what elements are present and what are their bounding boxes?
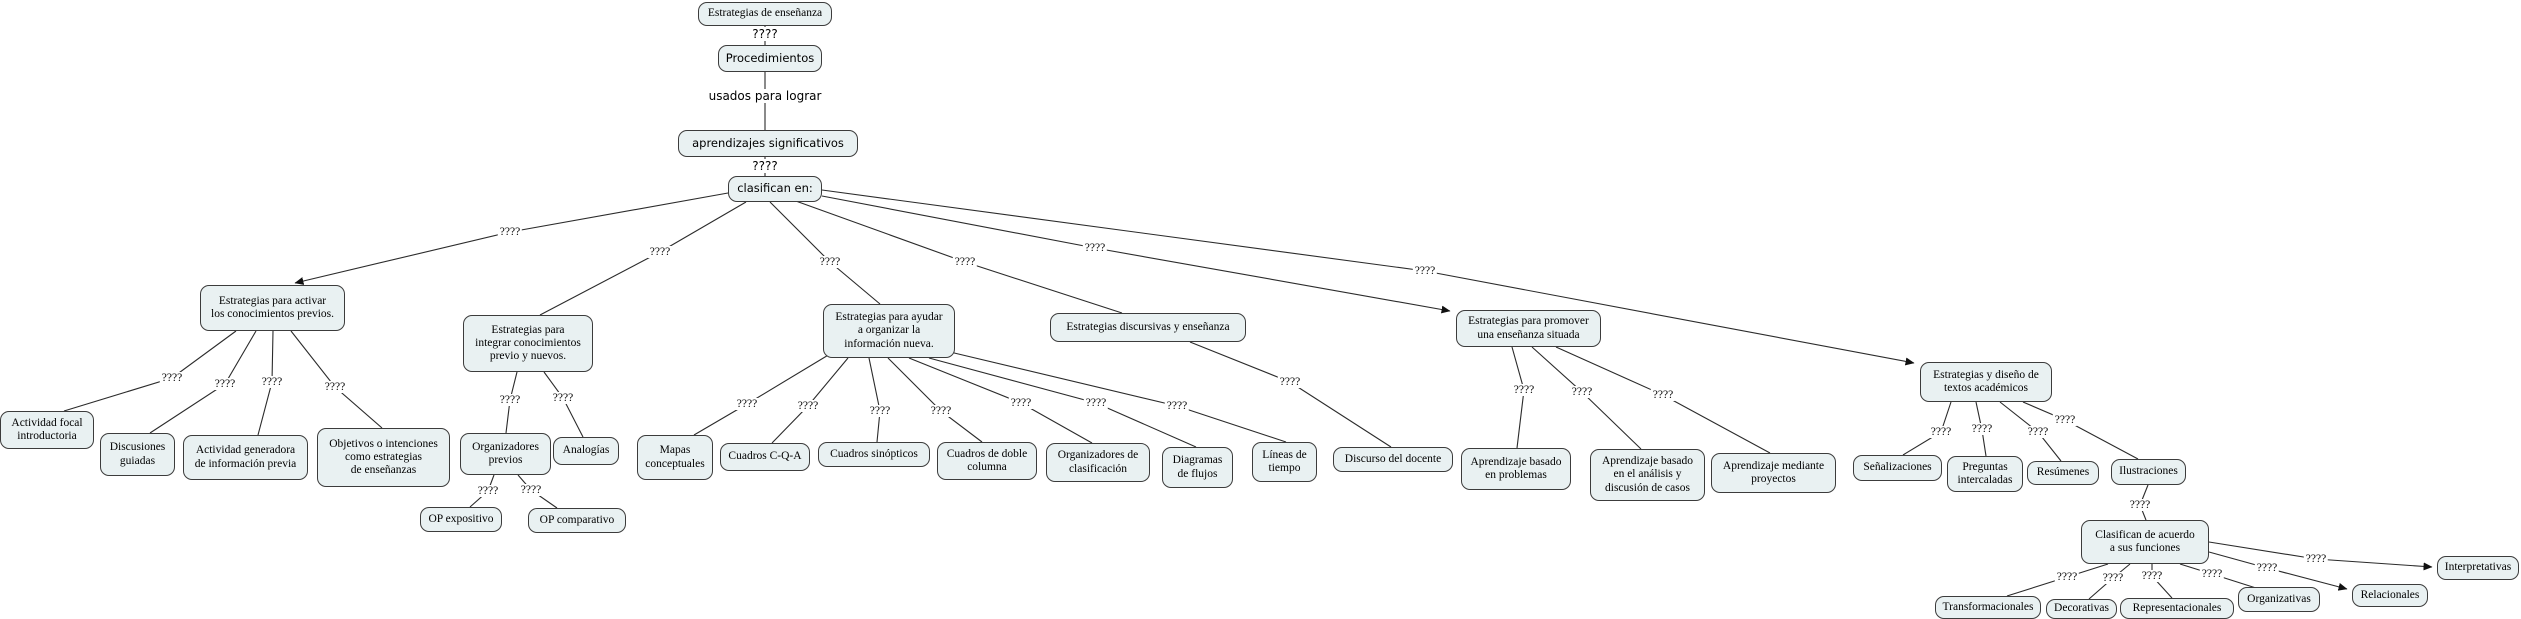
node-aprendizaje-problemas[interactable]: Aprendizaje basado en problemas — [1461, 448, 1571, 490]
edge-label-clasifican-textos[interactable]: ???? — [1412, 265, 1438, 277]
node-preguntas-intercaladas[interactable]: Preguntas intercaladas — [1947, 456, 2023, 492]
node-lineas-tiempo[interactable]: Líneas de tiempo — [1252, 442, 1317, 482]
edge-label-textos-preguntas[interactable]: ???? — [1969, 423, 1995, 435]
node-cuadros-doble-columna[interactable]: Cuadros de doble columna — [937, 442, 1037, 480]
node-analogias[interactable]: Analogías — [553, 437, 619, 465]
node-aprendizaje-casos[interactable]: Aprendizaje basado en el análisis y disc… — [1590, 449, 1705, 501]
edge-ayudar-org-clasificacion — [908, 357, 1093, 444]
edge-label-textos-ilustraciones[interactable]: ???? — [2052, 414, 2078, 426]
edge-ayudar-sinopticos — [868, 357, 881, 443]
edge-integrar-analogias — [543, 371, 584, 438]
node-cuadros-cqa[interactable]: Cuadros C-Q-A — [720, 443, 810, 471]
edge-label-funciones-transformacionales[interactable]: ???? — [2054, 571, 2080, 583]
edge-label-promover-proyectos[interactable]: ???? — [1650, 389, 1676, 401]
edge-label-activar-discusiones[interactable]: ???? — [212, 378, 238, 390]
node-discusiones-guiadas[interactable]: Discusiones guiadas — [100, 433, 175, 476]
node-actividad-generadora[interactable]: Actividad generadora de información prev… — [183, 435, 308, 480]
node-transformacionales[interactable]: Transformacionales — [1935, 596, 2041, 619]
node-estrategias-textos-academicos[interactable]: Estrategias y diseño de textos académico… — [1920, 362, 2052, 402]
node-estrategias-discursivas[interactable]: Estrategias discursivas y enseñanza — [1050, 313, 1246, 342]
edge-label-aprendizajes-clasifican[interactable]: ???? — [750, 159, 780, 173]
edge-ayudar-mapas — [693, 353, 831, 436]
edge-label-clasifican-ayudar[interactable]: ???? — [817, 256, 843, 268]
node-interpretativas[interactable]: Interpretativas — [2437, 556, 2519, 580]
node-diagramas-flujos[interactable]: Diagramas de flujos — [1162, 447, 1233, 488]
node-resumenes[interactable]: Resúmenes — [2027, 461, 2099, 485]
node-aprendizaje-proyectos[interactable]: Aprendizaje mediante proyectos — [1711, 453, 1836, 493]
node-senalizaciones[interactable]: Señalizaciones — [1853, 455, 1942, 481]
edge-activar-actividad-focal — [63, 330, 237, 412]
edge-label-ayudar-mapas[interactable]: ???? — [734, 398, 760, 410]
edge-label-clasifican-activar[interactable]: ???? — [497, 226, 523, 238]
edge-ayudar-lineas-tiempo — [949, 351, 1287, 443]
edge-label-funciones-interpretativas[interactable]: ???? — [2303, 553, 2329, 565]
node-decorativas[interactable]: Decorativas — [2046, 599, 2117, 619]
node-clasifican-en[interactable]: clasifican en: — [728, 176, 822, 202]
edge-label-activar-objetivos[interactable]: ???? — [322, 381, 348, 393]
edge-discursivas-discurso — [1189, 341, 1392, 448]
edge-label-textos-resumenes[interactable]: ???? — [2025, 426, 2051, 438]
edge-label-ayudar-lineas[interactable]: ???? — [1164, 400, 1190, 412]
node-estrategias-activar[interactable]: Estrategias para activar los conocimient… — [200, 285, 345, 331]
edge-label-textos-senalizaciones[interactable]: ???? — [1928, 426, 1954, 438]
edge-label-ayudar-cqa[interactable]: ???? — [795, 400, 821, 412]
node-estrategias-integrar[interactable]: Estrategias para integrar conocimientos … — [463, 315, 593, 372]
edge-clasifican-activar — [294, 192, 729, 285]
edge-label-integrar-analogias[interactable]: ???? — [550, 392, 576, 404]
edge-label-root-procedimientos[interactable]: ???? — [750, 27, 780, 41]
node-mapas-conceptuales[interactable]: Mapas conceptuales — [637, 435, 713, 480]
edge-label-usados-para-lograr[interactable]: usados para lograr — [706, 89, 824, 103]
node-op-expositivo[interactable]: OP expositivo — [420, 507, 502, 532]
edge-label-ilustraciones-funciones[interactable]: ???? — [2127, 499, 2153, 511]
edge-label-funciones-relacionales[interactable]: ???? — [2254, 562, 2280, 574]
edge-label-activar-focal[interactable]: ???? — [159, 372, 185, 384]
node-estrategias-promover[interactable]: Estrategias para promover una enseñanza … — [1456, 310, 1601, 347]
edge-promover-casos — [1531, 346, 1642, 450]
edge-activar-objetivos — [290, 330, 383, 429]
node-organizadores-clasificacion[interactable]: Organizadores de clasificación — [1046, 443, 1150, 482]
node-relacionales[interactable]: Relacionales — [2352, 584, 2428, 607]
node-estrategias-ayudar-organizar[interactable]: Estrategias para ayudar a organizar la i… — [823, 304, 955, 358]
node-cuadros-sinopticos[interactable]: Cuadros sinópticos — [818, 442, 930, 467]
edge-clasifican-textos — [821, 189, 1915, 366]
node-objetivos-intenciones[interactable]: Objetivos o intenciones como estrategias… — [317, 428, 450, 487]
node-organizativas[interactable]: Organizativas — [2238, 587, 2320, 612]
edge-clasifican-integrar — [539, 201, 747, 316]
edge-label-activar-generadora[interactable]: ???? — [259, 376, 285, 388]
edge-label-orgprevios-expositivo[interactable]: ???? — [475, 485, 501, 497]
edge-label-discursivas-discurso[interactable]: ???? — [1277, 376, 1303, 388]
node-procedimientos[interactable]: Procedimientos — [718, 45, 822, 72]
node-organizadores-previos[interactable]: Organizadores previos — [460, 433, 551, 475]
edge-label-ayudar-diagramas[interactable]: ???? — [1083, 397, 1109, 409]
edge-promover-problemas — [1511, 346, 1525, 449]
edge-label-clasifican-promover[interactable]: ???? — [1082, 242, 1108, 254]
edge-clasifican-ayudar — [769, 201, 881, 305]
edge-label-promover-problemas[interactable]: ???? — [1511, 384, 1537, 396]
node-ilustraciones[interactable]: Ilustraciones — [2111, 459, 2186, 485]
edge-label-orgprevios-comparativo[interactable]: ???? — [518, 484, 544, 496]
edge-label-promover-casos[interactable]: ???? — [1569, 386, 1595, 398]
edge-label-funciones-representacionales[interactable]: ???? — [2139, 570, 2165, 582]
edge-label-ayudar-orgclasif[interactable]: ???? — [1008, 397, 1034, 409]
node-clasifican-funciones[interactable]: Clasifican de acuerdo a sus funciones — [2081, 520, 2209, 564]
edge-label-clasifican-integrar[interactable]: ???? — [647, 246, 673, 258]
node-op-comparativo[interactable]: OP comparativo — [528, 508, 626, 533]
edge-clasifican-promover — [821, 195, 1451, 314]
node-discurso-docente[interactable]: Discurso del docente — [1333, 447, 1453, 472]
node-representacionales[interactable]: Representacionales — [2120, 598, 2234, 619]
edge-ayudar-doble-columna — [887, 357, 983, 443]
node-actividad-focal[interactable]: Actividad focal introductoria — [0, 411, 94, 449]
node-aprendizajes-significativos[interactable]: aprendizajes significativos — [678, 130, 858, 157]
edge-label-integrar-orgprevios[interactable]: ???? — [497, 394, 523, 406]
node-root[interactable]: Estrategias de enseñanza — [698, 2, 832, 26]
edge-label-funciones-organizativas[interactable]: ???? — [2199, 568, 2225, 580]
edge-ayudar-diagramas — [928, 357, 1197, 448]
edge-label-ayudar-doble[interactable]: ???? — [928, 405, 954, 417]
edge-label-clasifican-discursivas[interactable]: ???? — [952, 256, 978, 268]
edge-label-funciones-decorativas[interactable]: ???? — [2100, 572, 2126, 584]
edge-label-ayudar-sinopticos[interactable]: ???? — [867, 405, 893, 417]
